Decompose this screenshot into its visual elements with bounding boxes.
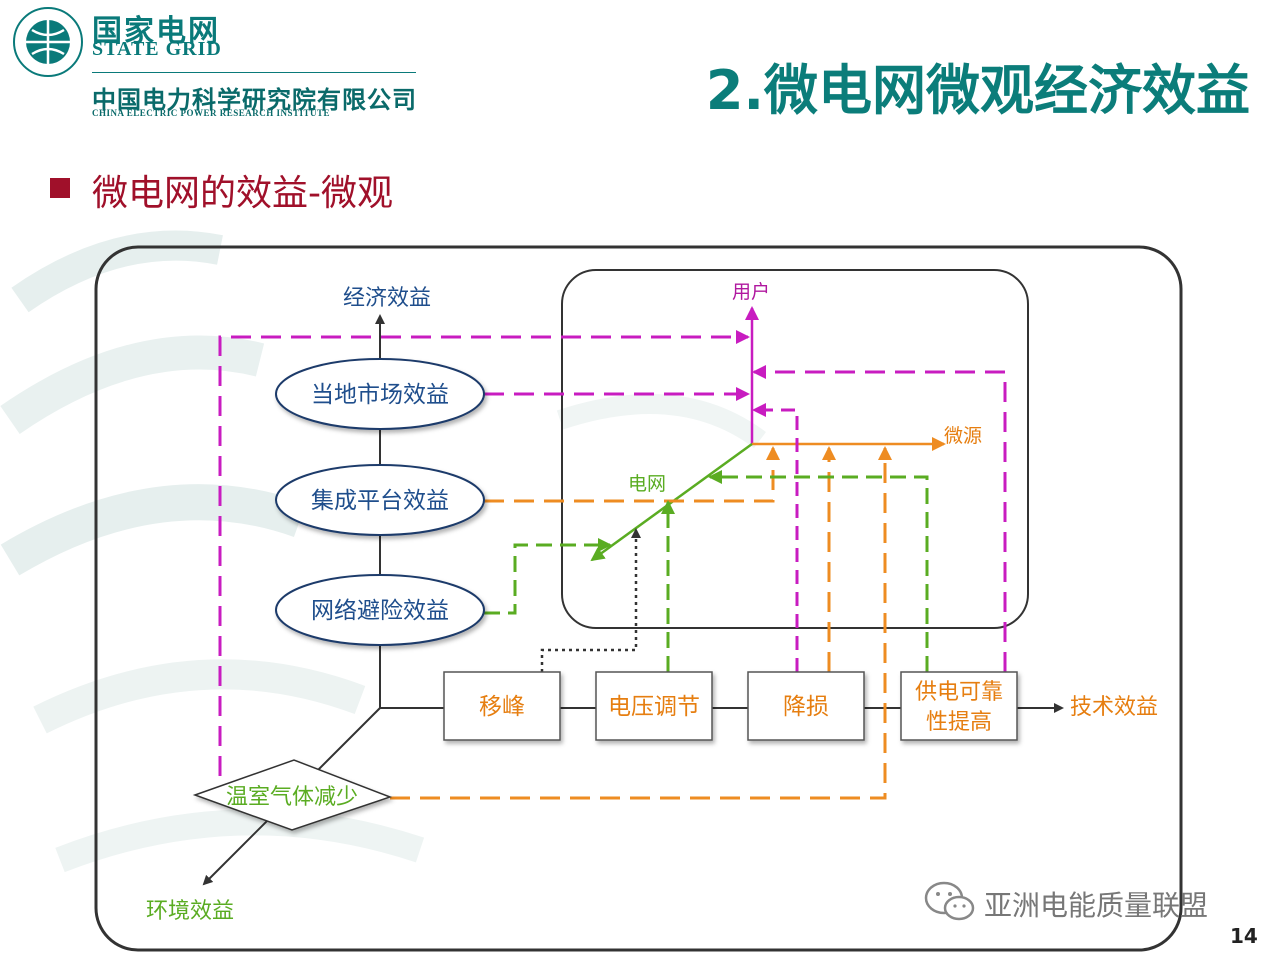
page-number: 14 <box>1230 924 1258 948</box>
ellipse-integrated-platform-label: 集成平台效益 <box>311 488 449 514</box>
state-grid-logo-icon <box>13 7 83 77</box>
technical-benefit-label: 技术效益 <box>1070 695 1158 720</box>
user-label: 用户 <box>732 281 770 303</box>
bullet-square-icon <box>50 178 70 198</box>
microsource-label: 微源 <box>944 425 982 447</box>
orange-flow-greenhouse <box>390 446 892 800</box>
ellipse-integrated-platform <box>275 464 485 536</box>
ellipse-network-hedge-label: 网络避险效益 <box>311 598 449 624</box>
page-title: 2.微电网微观经济效益 <box>705 59 1250 122</box>
watermark-text: 亚洲电能质量联盟 <box>984 889 1209 922</box>
magenta-flow-reliability-user <box>752 365 1007 672</box>
institute-name-en: CHINA ELECTRIC POWER RESEARCH INSTITUTE <box>92 108 331 118</box>
economic-benefit-label: 经济效益 <box>343 286 431 311</box>
grid-label: 电网 <box>628 473 666 495</box>
outer-frame <box>94 245 1183 952</box>
green-flow-reliability <box>708 470 929 672</box>
box-reliability-label-line1: 供电可靠 <box>915 680 1003 705</box>
box-voltage-regulation-label: 电压调节 <box>608 694 700 720</box>
box-voltage-regulation <box>595 671 713 741</box>
box-reliability <box>900 671 1018 741</box>
institute-name-cn: 中国电力科学研究院有限公司 <box>92 86 417 114</box>
ellipse-local-market <box>275 358 485 430</box>
orange-flow-platform <box>484 446 780 503</box>
diamond-greenhouse <box>192 759 393 831</box>
box-peak-shift <box>443 671 561 741</box>
magenta-flow-loss-user <box>752 403 799 672</box>
black-flow-peak <box>540 528 641 672</box>
wechat-icon <box>924 881 975 921</box>
box-loss-reduction <box>747 671 865 741</box>
ellipse-network-hedge <box>275 574 485 646</box>
diamond-greenhouse-label: 温室气体减少 <box>226 785 358 810</box>
inner-frame <box>561 269 1029 629</box>
logo-text-en: STATE GRID <box>92 38 222 60</box>
ellipse-local-market-label: 当地市场效益 <box>311 382 449 408</box>
logo-text-cn: 国家电网 <box>92 14 220 49</box>
logo-divider <box>92 72 416 73</box>
box-peak-shift-label: 移峰 <box>479 694 525 720</box>
environment-benefit-label: 环境效益 <box>146 899 234 924</box>
box-reliability-label-line2: 性提高 <box>926 710 992 735</box>
green-flow-hedge <box>484 538 612 615</box>
magenta-flow-greenhouse-user <box>218 330 750 776</box>
section-subtitle: 微电网的效益-微观 <box>92 173 393 214</box>
box-loss-reduction-label: 降损 <box>783 694 829 720</box>
